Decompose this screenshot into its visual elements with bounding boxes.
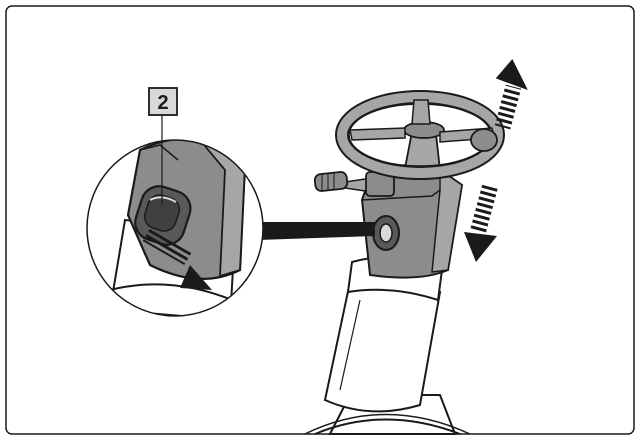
callout-number: 2 <box>157 92 168 114</box>
detail-magnifier <box>86 139 264 317</box>
release-button-icon <box>372 215 400 251</box>
steering-column <box>304 121 471 435</box>
zoom-connector <box>258 222 375 240</box>
column-base-ridge <box>314 418 461 435</box>
column-shaft <box>323 280 442 413</box>
push-arrow-icon <box>142 228 212 290</box>
adjustment-lever-icon <box>313 171 395 197</box>
callout-2: 2 <box>148 87 178 205</box>
down-arrow-icon <box>464 184 498 262</box>
callout-box <box>148 87 178 116</box>
steering-knob <box>470 128 498 152</box>
up-arrow-icon <box>494 58 528 130</box>
steering-wheel-icon <box>335 90 505 180</box>
